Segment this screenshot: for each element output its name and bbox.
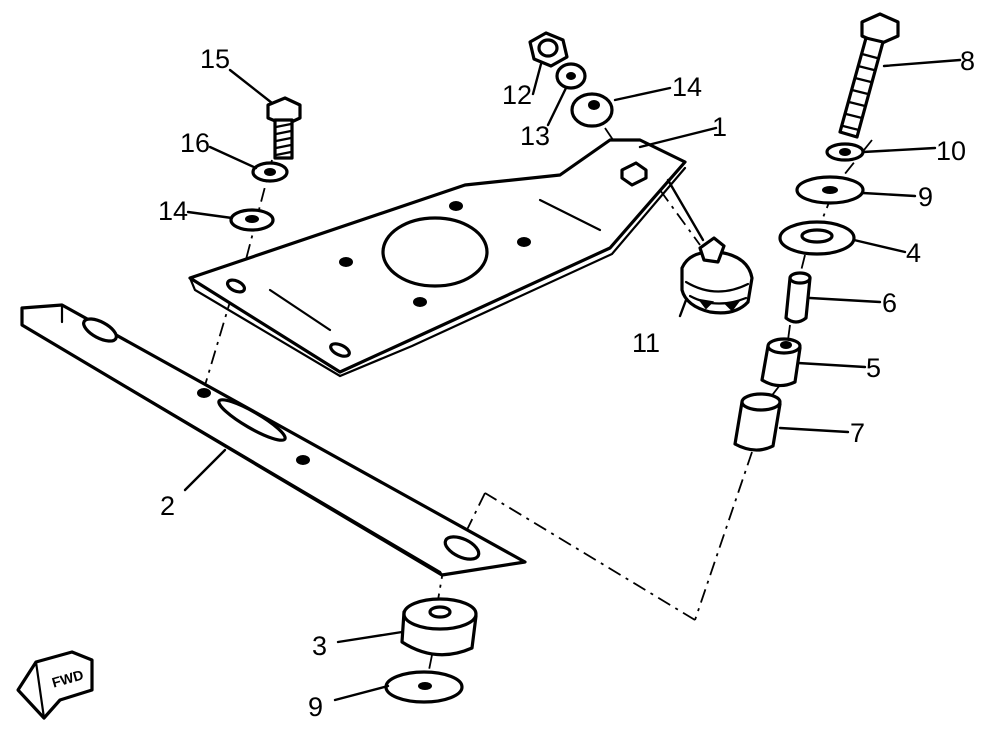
callout-9-upper: 9 bbox=[918, 182, 933, 212]
washer-9-lower bbox=[384, 670, 464, 704]
fwd-arrow-icon: FWD bbox=[16, 650, 94, 720]
washer-14-left bbox=[229, 208, 275, 232]
leader-lines bbox=[183, 58, 962, 702]
callout-2: 2 bbox=[160, 491, 175, 521]
callout-8: 8 bbox=[960, 46, 975, 76]
sleeve-6 bbox=[784, 271, 812, 324]
callout-14-left: 14 bbox=[158, 196, 188, 226]
washer-9-upper bbox=[795, 175, 865, 205]
callout-15: 15 bbox=[200, 44, 230, 74]
bolt-15 bbox=[266, 96, 302, 160]
callout-1: 1 bbox=[712, 112, 727, 142]
callout-16: 16 bbox=[180, 128, 210, 158]
callout-13: 13 bbox=[520, 121, 550, 151]
callout-6: 6 bbox=[882, 288, 897, 318]
washer-14-top bbox=[570, 92, 614, 128]
callout-3: 3 bbox=[312, 631, 327, 661]
callout-9-lower: 9 bbox=[308, 692, 323, 722]
nut-12 bbox=[528, 31, 569, 68]
cushion-3 bbox=[400, 597, 478, 657]
rubber-mount-11 bbox=[680, 236, 754, 315]
callout-5: 5 bbox=[866, 353, 881, 383]
washer-4 bbox=[778, 220, 856, 256]
callout-14-top: 14 bbox=[672, 72, 702, 102]
mounting-plate bbox=[188, 138, 687, 378]
washer-13 bbox=[555, 62, 587, 90]
collar-5 bbox=[760, 337, 802, 388]
callout-12: 12 bbox=[502, 80, 532, 110]
lock-washer-16 bbox=[251, 161, 289, 183]
callout-7: 7 bbox=[850, 418, 865, 448]
callout-10: 10 bbox=[936, 136, 966, 166]
spacer-7 bbox=[733, 392, 782, 452]
bolt-8 bbox=[838, 12, 900, 139]
callout-4: 4 bbox=[906, 238, 921, 268]
lock-washer-10 bbox=[825, 142, 865, 162]
callout-labels: 15 16 14 12 13 14 1 8 10 9 4 6 5 7 11 2 … bbox=[158, 44, 975, 722]
callout-11: 11 bbox=[632, 328, 660, 358]
channel-bracket bbox=[20, 303, 527, 577]
